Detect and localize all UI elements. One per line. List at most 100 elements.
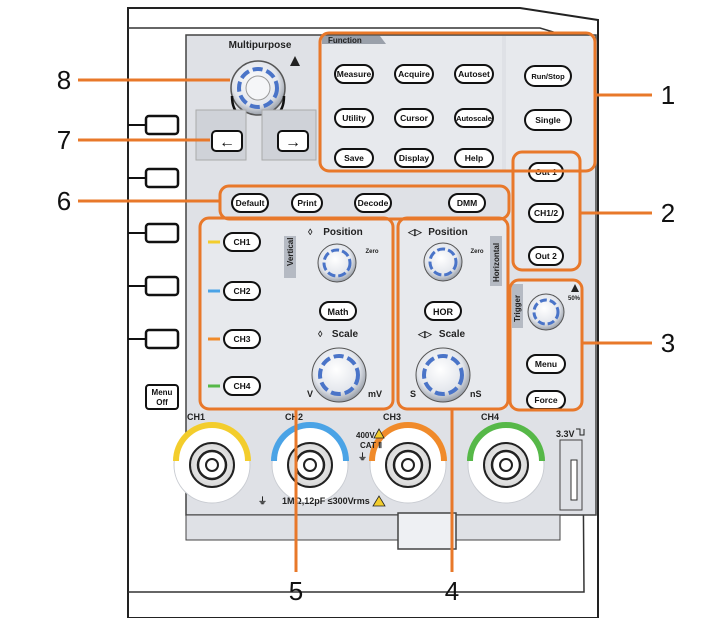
- row-print-button[interactable]: [291, 193, 323, 213]
- input-spec: 1MΩ,12pF ≤300Vrms: [282, 496, 370, 506]
- fn-autoset-button[interactable]: [454, 64, 494, 84]
- fn-cursor-label: Cursor: [400, 113, 429, 123]
- bnc-4-label: CH4: [481, 412, 499, 422]
- fn-acquire-button[interactable]: [394, 64, 434, 84]
- horizontal-zero-label: Zero: [470, 249, 483, 255]
- trigger-section: Trigger 50%: [512, 282, 582, 410]
- softkey-5[interactable]: [144, 328, 180, 350]
- hor-button-label: HOR: [433, 307, 454, 317]
- vertical-zero-label: Zero: [365, 249, 378, 255]
- ch-ch4-label: CH4: [233, 381, 250, 391]
- fn-display-button[interactable]: [394, 148, 434, 168]
- ch-ch1-label: CH1: [233, 237, 250, 247]
- fn-help-button[interactable]: [454, 148, 494, 168]
- math-button-label: Math: [328, 307, 349, 317]
- ch-ch4-button[interactable]: [223, 376, 261, 396]
- ch-ch3-label: CH3: [233, 334, 250, 344]
- row-dmm-label: DMM: [457, 198, 477, 208]
- cat-rating: CAT Ⅱ: [360, 441, 382, 450]
- row-decode-label: Decode: [358, 198, 389, 208]
- volts-label: V: [307, 389, 313, 399]
- callout-8-number: 8: [57, 65, 71, 95]
- horizontal-position-label: Position: [428, 227, 467, 238]
- fn-save-button[interactable]: [334, 148, 374, 168]
- highlight-trigger: [508, 278, 584, 412]
- run-area: [506, 36, 594, 170]
- trigger-push-icon: [571, 284, 579, 292]
- callout-3-number: 3: [661, 328, 675, 358]
- horizontal-position-icon: ◁▷: [407, 227, 423, 237]
- bnc-1-label: CH1: [187, 412, 205, 422]
- ch-ch2-button[interactable]: [223, 281, 261, 301]
- ground-icon: ⏚: [358, 452, 367, 462]
- run-single-button[interactable]: [524, 109, 572, 131]
- vertical-scale-icon: ◊: [318, 329, 323, 339]
- seconds-label: S: [410, 389, 416, 399]
- fn-utility-label: Utility: [342, 113, 366, 123]
- fn-utility-button[interactable]: [334, 108, 374, 128]
- out-ch1-2-label: CH1/2: [534, 208, 558, 218]
- hor-button[interactable]: [424, 301, 462, 321]
- menu-off-line2: Off: [156, 398, 168, 407]
- callout-4-number: 4: [445, 576, 459, 606]
- right-arrow-icon: →: [285, 134, 301, 151]
- softkey-3[interactable]: [144, 222, 180, 244]
- fn-autoscale-button[interactable]: [454, 108, 494, 128]
- spec-warning-icon: [372, 495, 386, 507]
- fn-cursor-button[interactable]: [394, 108, 434, 128]
- fn-display-label: Display: [399, 153, 430, 163]
- softkey-2[interactable]: [144, 167, 180, 189]
- multipurpose-section: Multipurpose: [229, 40, 300, 117]
- out-out-2-label: Out 2: [535, 251, 557, 261]
- menu-off-button[interactable]: [145, 384, 179, 410]
- softkey-4[interactable]: [144, 275, 180, 297]
- callout-5-number: 5: [289, 576, 303, 606]
- fn-help-label: Help: [465, 153, 483, 163]
- row-print-label: Print: [297, 198, 317, 208]
- multipurpose-label: Multipurpose: [229, 40, 292, 51]
- bnc-2-color-ring: [271, 422, 349, 462]
- trig-menu-button[interactable]: [526, 354, 566, 374]
- row-default-button[interactable]: [231, 193, 269, 213]
- run-run-stop-label: Run/Stop: [531, 72, 565, 81]
- warning-triangle-icon: [373, 428, 385, 439]
- trigger-fifty-label: 50%: [568, 296, 581, 302]
- callout-7-number: 7: [57, 125, 71, 155]
- push-indicator-icon: [290, 56, 300, 66]
- fn-measure-button[interactable]: [334, 64, 374, 84]
- callout-1-number: 1: [661, 80, 675, 110]
- bnc-3-color-ring: [369, 422, 447, 462]
- ch-ch1-button[interactable]: [223, 232, 261, 252]
- vertical-scale-label: Scale: [332, 329, 359, 340]
- left-arrow-button[interactable]: [211, 130, 243, 152]
- out-ch1-2-button[interactable]: [528, 203, 564, 223]
- out-out-2-button[interactable]: [528, 246, 564, 266]
- function-area: Function: [322, 36, 502, 170]
- right-arrow-button[interactable]: [277, 130, 309, 152]
- trig-menu-label: Menu: [535, 359, 557, 369]
- bnc-4-color-ring: [467, 422, 545, 462]
- square-wave-icon: [576, 428, 585, 436]
- bnc-2-label: CH2: [285, 412, 303, 422]
- callout-6-number: 6: [57, 186, 71, 216]
- callout-2-number: 2: [661, 198, 675, 228]
- trigger-tab-label: Trigger: [513, 295, 522, 322]
- row-dmm-button[interactable]: [448, 193, 486, 213]
- arrow-keys: ← →: [195, 109, 317, 161]
- fn-save-label: Save: [344, 153, 364, 163]
- row-decode-button[interactable]: [354, 193, 392, 213]
- bnc-1-color-ring: [173, 422, 251, 462]
- function-tab-label: Function: [328, 36, 362, 45]
- softkey-1[interactable]: [144, 114, 180, 136]
- math-button[interactable]: [319, 301, 357, 321]
- run-run-stop-button[interactable]: [524, 65, 572, 87]
- ch-ch3-button[interactable]: [223, 329, 261, 349]
- horizontal-tab-label: Horizontal: [492, 243, 501, 282]
